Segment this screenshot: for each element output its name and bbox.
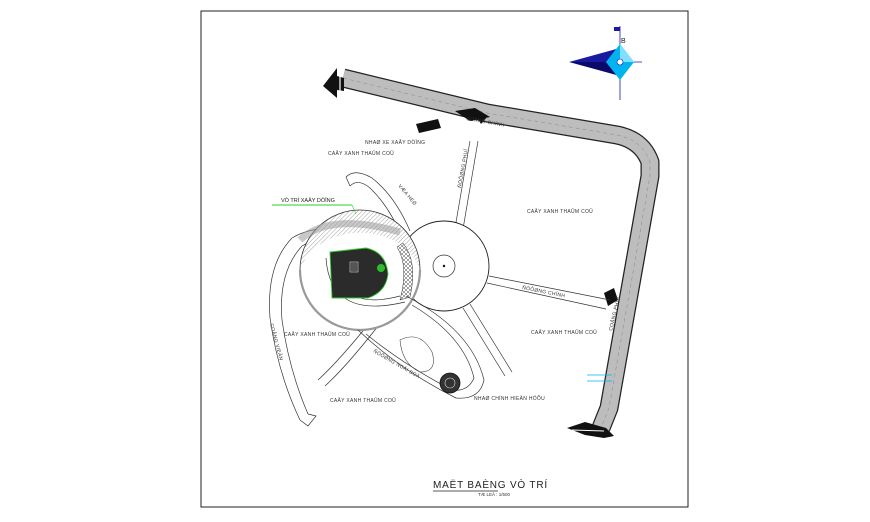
parking-block (416, 119, 441, 133)
label-greenery-1: CAÂY XANH THAÛM COÛ (328, 150, 394, 157)
label-greenery-3: CAÂY XANH THAÛM COÛ (531, 329, 597, 336)
label-existing-building: NHAØ CHÍNH HIEÄN HÖÕU (474, 395, 545, 402)
label-construction-site: VÒ TRÍ XAÂY DÖÏNG (281, 197, 335, 204)
drawing-title: MAËT BAÈNG VÒ TRÍ (433, 478, 548, 491)
main-gate-marker (455, 108, 490, 124)
label-parking: NHAØ XE XAÂY DÖÏNG (365, 139, 425, 146)
internal-roads (269, 140, 611, 427)
label-greenery-2: CAÂY XANH THAÛM COÛ (527, 208, 593, 215)
north-letter: B (621, 38, 626, 45)
arrow-west-icon (323, 68, 344, 98)
main-road (340, 68, 660, 432)
scale-note: TÆ LEÄ : 1/500 (478, 491, 511, 497)
side-gate-marker (587, 288, 618, 382)
roundabout (398, 220, 490, 312)
label-greenery-4: CAÂY XANH THAÛM COÛ (284, 331, 350, 338)
arrow-south-icon (567, 422, 614, 438)
north-arrow-icon: B (569, 26, 642, 100)
label-greenery-5: CAÂY XANH THAÛM COÛ (330, 397, 396, 404)
building-footprint (329, 247, 389, 299)
existing-building (439, 372, 461, 394)
